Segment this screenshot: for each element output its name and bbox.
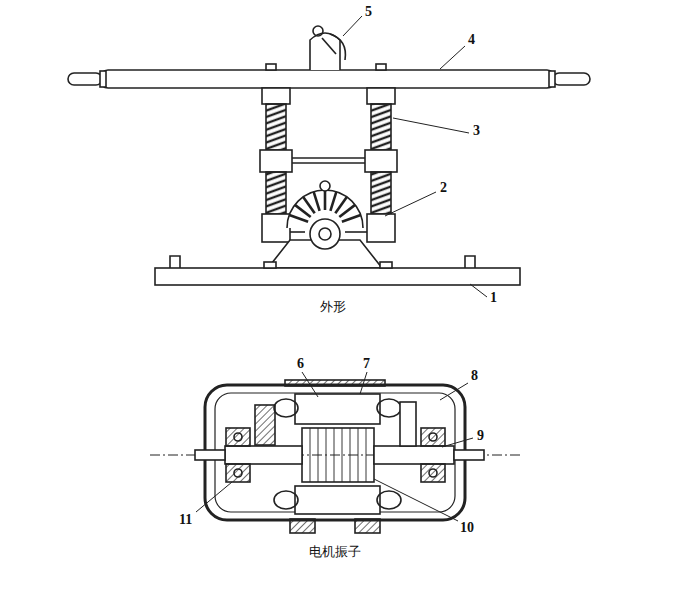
callout-number: 10 xyxy=(459,520,475,535)
callout-number: 6 xyxy=(296,356,305,371)
callout-number: 8 xyxy=(470,368,479,383)
callout-number: 3 xyxy=(472,123,481,138)
figure-caption: 外形 xyxy=(319,300,347,314)
callout-number: 7 xyxy=(362,356,371,371)
callout-number: 1 xyxy=(489,290,498,305)
callout-number: 9 xyxy=(476,428,485,443)
callout-number: 5 xyxy=(364,4,373,19)
callout-number: 4 xyxy=(467,32,476,47)
callout-number: 11 xyxy=(178,512,193,527)
callout-number: 2 xyxy=(439,180,448,195)
figure-caption: 电机振子 xyxy=(308,545,362,559)
